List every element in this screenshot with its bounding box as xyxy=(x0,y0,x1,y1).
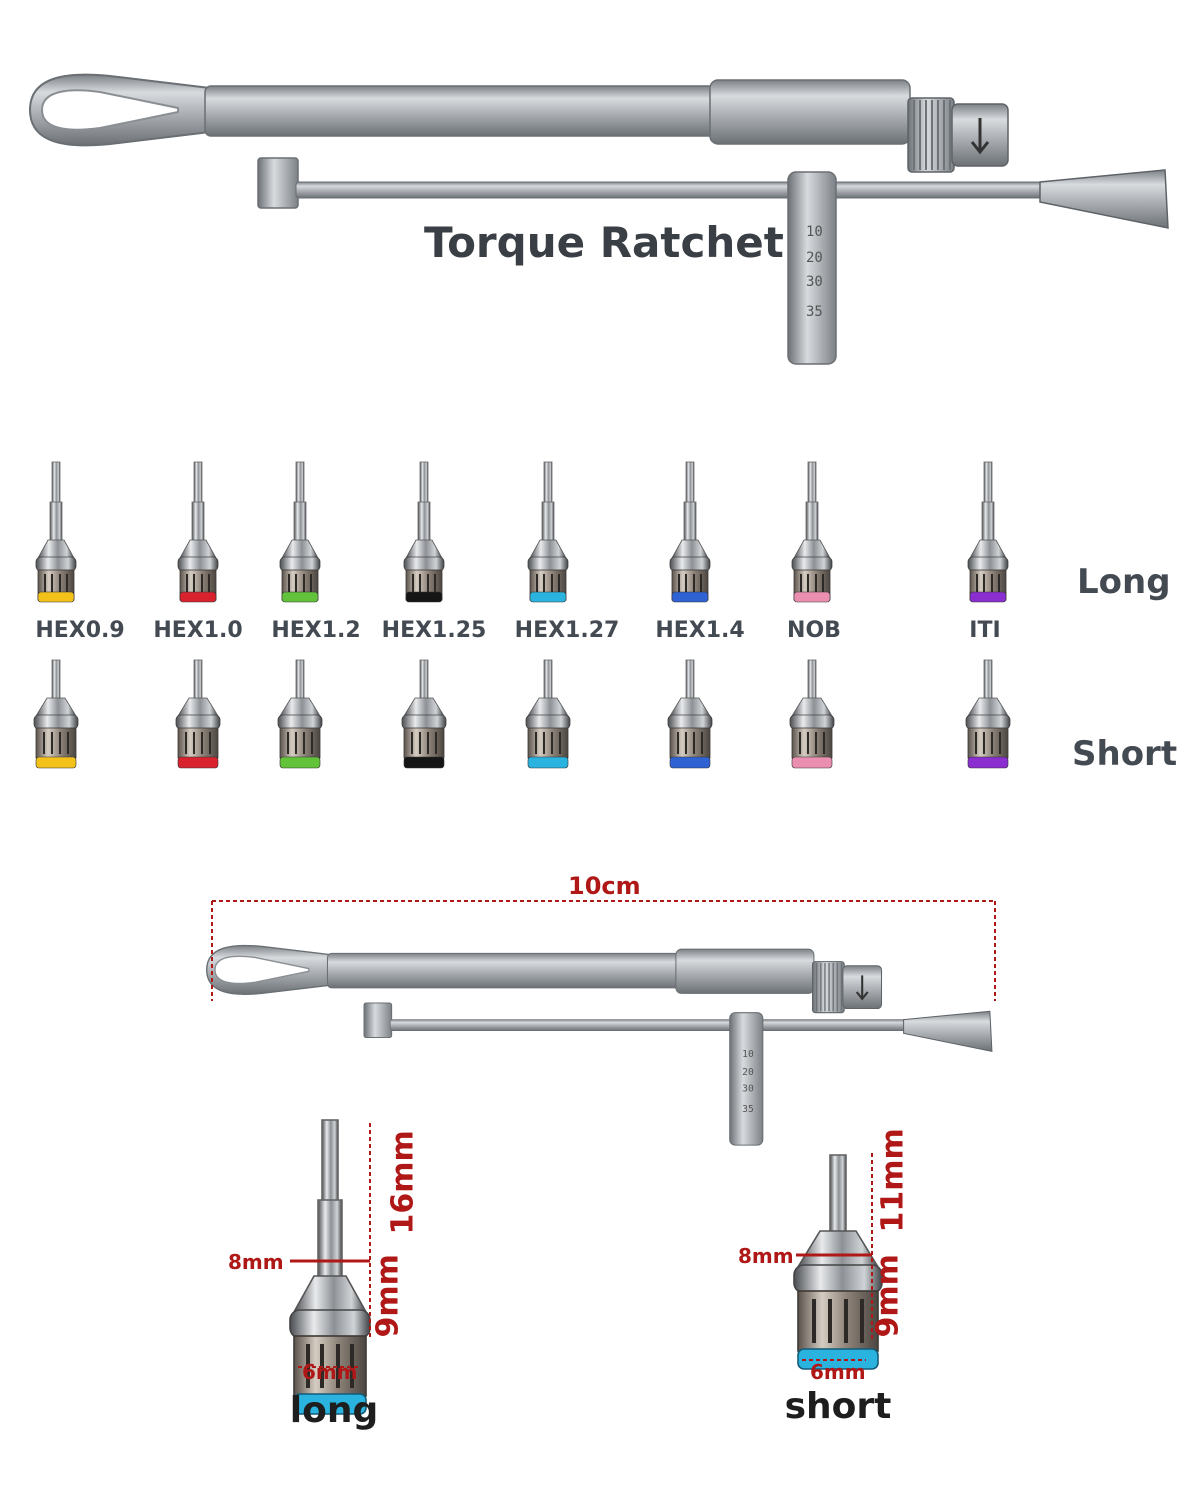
long-head-height-label: 9mm xyxy=(370,1254,406,1338)
driver-short-hex12 xyxy=(277,659,323,769)
drivers-long-row xyxy=(35,461,1009,603)
long-driver-dimension-image xyxy=(288,1118,372,1415)
wrench-length-label: 10cm xyxy=(568,872,641,900)
driver-label-nob: NOB xyxy=(787,618,841,643)
driver-label-hex12: HEX1.2 xyxy=(271,618,361,643)
wrench-dimension-image xyxy=(205,900,996,1147)
driver-long-hex127 xyxy=(527,461,569,603)
row-label-short: Short xyxy=(1072,734,1178,774)
long-caption: long xyxy=(289,1390,379,1431)
driver-short-hex14 xyxy=(667,659,713,769)
driver-label-iti: ITI xyxy=(969,618,1001,643)
driver-long-hex14 xyxy=(669,461,711,603)
torque-ratchet-image xyxy=(28,73,1170,366)
short-caption: short xyxy=(784,1386,892,1427)
driver-short-hex10 xyxy=(175,659,221,769)
driver-long-hex10 xyxy=(177,461,219,603)
driver-label-hex10: HEX1.0 xyxy=(153,618,243,643)
long-head-width-label: 8mm xyxy=(228,1250,284,1274)
short-shaft-length-label: 11mm xyxy=(875,1128,911,1233)
long-shaft-length-label: 16mm xyxy=(385,1130,421,1235)
driver-short-nob xyxy=(789,659,835,769)
driver-label-hex127: HEX1.27 xyxy=(514,618,620,643)
driver-short-hex125 xyxy=(401,659,447,769)
row-label-long: Long xyxy=(1077,562,1171,602)
driver-label-hex125: HEX1.25 xyxy=(381,618,487,643)
long-base-width-label: 6mm xyxy=(302,1360,358,1384)
short-base-width-label: 6mm xyxy=(810,1360,866,1384)
page-title: Torque Ratchet xyxy=(424,218,784,267)
short-head-width-label: 8mm xyxy=(738,1244,794,1268)
driver-label-hex09: HEX0.9 xyxy=(35,618,125,643)
driver-long-nob xyxy=(791,461,833,603)
driver-label-hex14: HEX1.4 xyxy=(655,618,745,643)
driver-long-iti xyxy=(967,461,1009,603)
drivers-short-row xyxy=(33,659,1011,769)
driver-short-hex09 xyxy=(33,659,79,769)
driver-long-hex09 xyxy=(35,461,77,603)
driver-short-hex127 xyxy=(525,659,571,769)
driver-long-hex125 xyxy=(403,461,445,603)
short-driver-dimension-image xyxy=(792,1153,884,1370)
driver-short-iti xyxy=(965,659,1011,769)
driver-long-hex12 xyxy=(279,461,321,603)
short-head-height-label: 9mm xyxy=(870,1254,906,1338)
